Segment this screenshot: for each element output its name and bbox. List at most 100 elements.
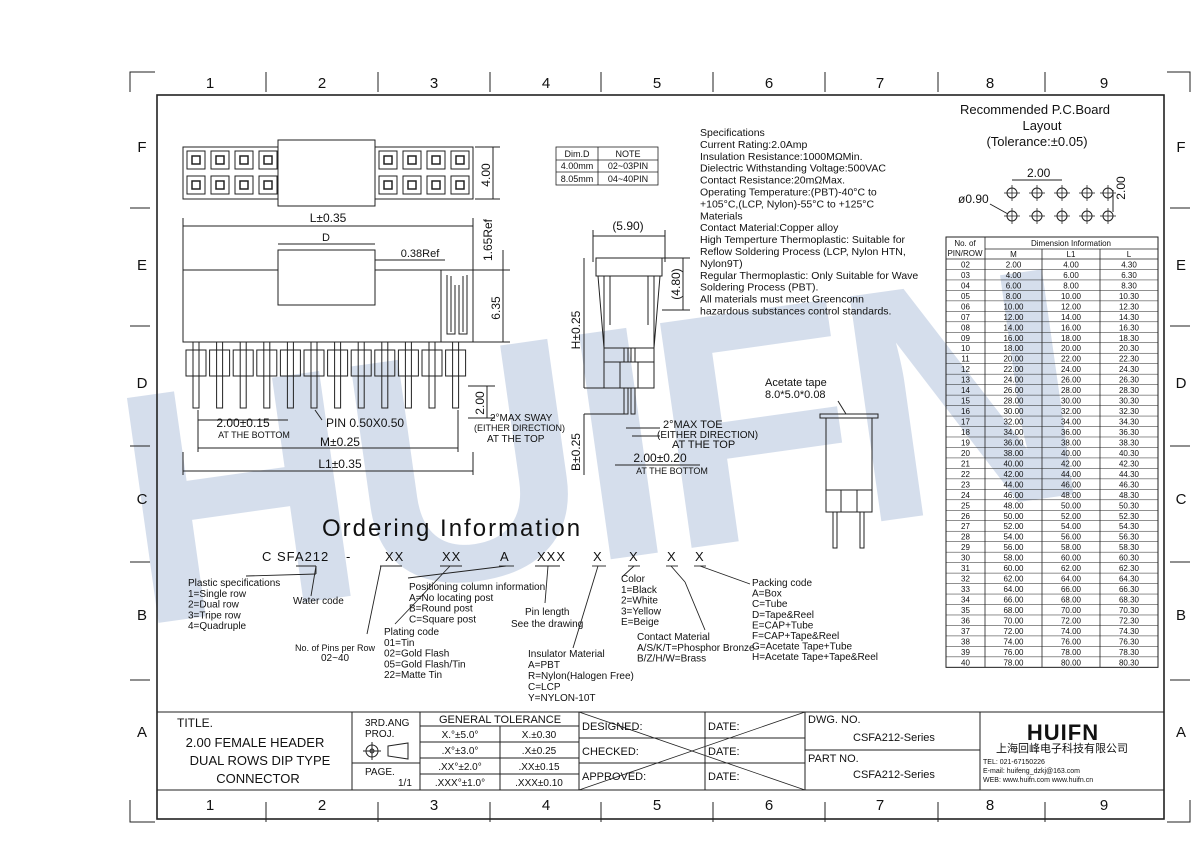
dim-table-cell: 28	[961, 533, 970, 542]
dim-table-cell: 52.30	[1119, 512, 1140, 521]
dim-table-cell: 52.00	[1003, 522, 1024, 531]
dim-table-cell: 54.30	[1119, 522, 1140, 531]
ordering-code-part: X	[695, 549, 705, 564]
plastic-spec-line: 2=Dual row	[188, 600, 240, 611]
projection-label: 3RD.ANG	[365, 718, 410, 729]
dim-table-cell: 34.00	[1003, 428, 1024, 437]
dim-table-cell: 4.00	[1063, 260, 1079, 269]
spec-line: Operating Temperature:(PBT)-40°C to	[700, 187, 877, 199]
dim-table-header: PIN/ROW	[947, 249, 983, 258]
grid-row-label: B	[137, 607, 147, 624]
spec-line: hazardous substances control standards.	[700, 306, 891, 318]
dim-table-cell: 80.30	[1119, 658, 1140, 667]
dim-table-cell: 34.00	[1061, 418, 1082, 427]
tolerance-linear: .XXX±0.10	[515, 778, 563, 789]
date-label: DATE:	[708, 746, 740, 758]
dim-table-cell: 70.00	[1003, 616, 1024, 625]
projection-label: PROJ.	[365, 729, 394, 740]
dim-table-cell: 8.30	[1121, 281, 1137, 290]
dim-side-pitch-note: AT THE BOTTOM	[636, 466, 708, 476]
dim-table-cell: 54.00	[1003, 533, 1024, 542]
dim-table-cell: 62.00	[1061, 564, 1082, 573]
pins-per-row-value: 02~40	[321, 653, 350, 664]
dim-table-cell: 66.30	[1119, 585, 1140, 594]
dim-d-cell: 8.05mm	[561, 174, 594, 184]
dim-table-cell: 39	[961, 648, 970, 657]
dim-table-cell: 30.00	[1061, 397, 1082, 406]
general-tolerance-header: GENERAL TOLERANCE	[439, 714, 561, 726]
dim-l1: L1±0.35	[318, 457, 362, 471]
dim-table-cell: 20	[961, 449, 970, 458]
packing-code-line: H=Acetate Tape+Tape&Reel	[752, 652, 878, 663]
grid-column-label: 9	[1100, 75, 1108, 92]
dim-table-cell: 22.00	[1003, 365, 1024, 374]
pin-length-note: See the drawing	[511, 619, 583, 630]
dim-table-cell: 38.00	[1003, 449, 1024, 458]
grid-column-label: 7	[876, 75, 884, 92]
grid-column-label: 5	[653, 75, 661, 92]
grid-row-label: D	[137, 375, 148, 392]
plating-code-line: 05=Gold Flash/Tin	[384, 659, 466, 670]
pcb-pitch-y: 2.00	[1114, 176, 1128, 200]
water-code-label: Water code	[293, 596, 344, 607]
dim-table-cell: 36.00	[1061, 428, 1082, 437]
insulator-line: Insulator Material	[528, 649, 605, 660]
dim-table-cell: 62.00	[1003, 575, 1024, 584]
contact-material-line: A/S/K/T=Phosphor Bronze	[637, 643, 755, 654]
ordering-code-part: X	[667, 549, 677, 564]
dim-table-cell: 29	[961, 543, 970, 552]
insulator-line: R=Nylon(Halogen Free)	[528, 671, 634, 682]
grid-row-label: F	[137, 139, 146, 156]
grid-row-label: B	[1176, 607, 1186, 624]
grid-row-label: C	[137, 491, 148, 508]
dim-b: B±0.25	[569, 433, 583, 471]
dim-table-cell: 40.00	[1061, 449, 1082, 458]
dim-table-cell: 04	[961, 281, 970, 290]
color-line: 3=Yellow	[621, 606, 662, 617]
dim-table-cell: 37	[961, 627, 970, 636]
dim-table-cell: 35	[961, 606, 970, 615]
dim-table-cell: 28.30	[1119, 386, 1140, 395]
dim-top-height: 4.00	[479, 163, 493, 187]
grid-column-label: 4	[542, 797, 550, 814]
sheet-frame	[129, 71, 1191, 823]
dim-table-cell: 34.30	[1119, 418, 1140, 427]
positioning-line: B=Round post	[409, 604, 473, 615]
dim-table-cell: 56.00	[1061, 533, 1082, 542]
dim-table-cell: 62.30	[1119, 564, 1140, 573]
spec-line: Soldering Process (PBT).	[700, 282, 818, 294]
dim-table-cell: 28.00	[1061, 386, 1082, 395]
dim-table-cell: 18	[961, 428, 970, 437]
dim-table-cell: 13	[961, 376, 970, 385]
dim-table-cell: 78.00	[1003, 658, 1024, 667]
checked-label: CHECKED:	[582, 746, 639, 758]
pcb-layout: Recommended P.C.Board Layout (Tolerance:…	[958, 102, 1128, 224]
dim-pitch-note: AT THE BOTTOM	[218, 430, 290, 440]
sway-note: (EITHER DIRECTION)	[474, 423, 565, 433]
plastic-spec-line: 1=Single row	[188, 589, 247, 600]
dim-table-cell: 19	[961, 438, 970, 447]
packing-code-line: C=Tube	[752, 599, 788, 610]
dim-table-header: No. of	[954, 239, 976, 248]
spec-line: Materials	[700, 210, 743, 222]
spec-line: Nylon9T)	[700, 258, 743, 270]
company-web: WEB: www.huifn.com www.huifn.cn	[983, 777, 1093, 784]
dim-table-cell: 46.00	[1061, 480, 1082, 489]
dim-table-cell: 18.00	[1061, 334, 1082, 343]
grid-column-label: 6	[765, 797, 773, 814]
dim-table-cell: 74.00	[1061, 627, 1082, 636]
tolerance-angle: X.°±5.0°	[442, 730, 479, 741]
grid-column-label: 2	[318, 75, 326, 92]
dim-table-cell: 22.00	[1061, 355, 1082, 364]
positioning-line: C=Square post	[409, 614, 476, 625]
